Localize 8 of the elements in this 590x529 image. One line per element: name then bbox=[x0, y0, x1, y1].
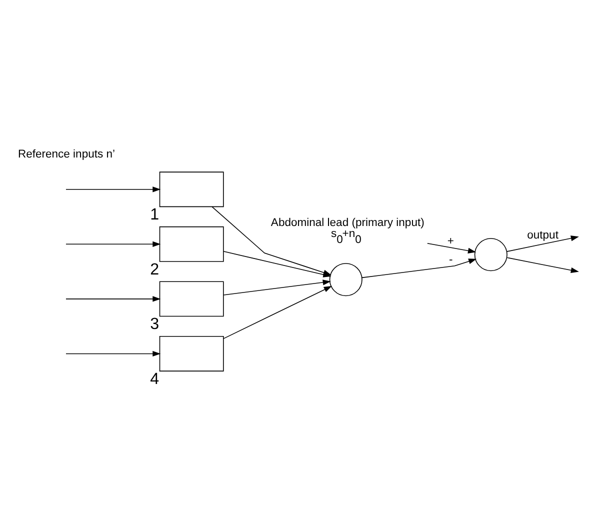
edge-label: - bbox=[449, 254, 453, 266]
edge-label: output bbox=[527, 230, 558, 242]
node-label: 4 bbox=[150, 370, 160, 388]
edge-label: + bbox=[447, 235, 454, 248]
node-label: 1 bbox=[150, 206, 160, 224]
node-label: 3 bbox=[150, 315, 160, 334]
node-label: 2 bbox=[150, 260, 160, 278]
label: Reference inputs n’ bbox=[18, 148, 116, 161]
